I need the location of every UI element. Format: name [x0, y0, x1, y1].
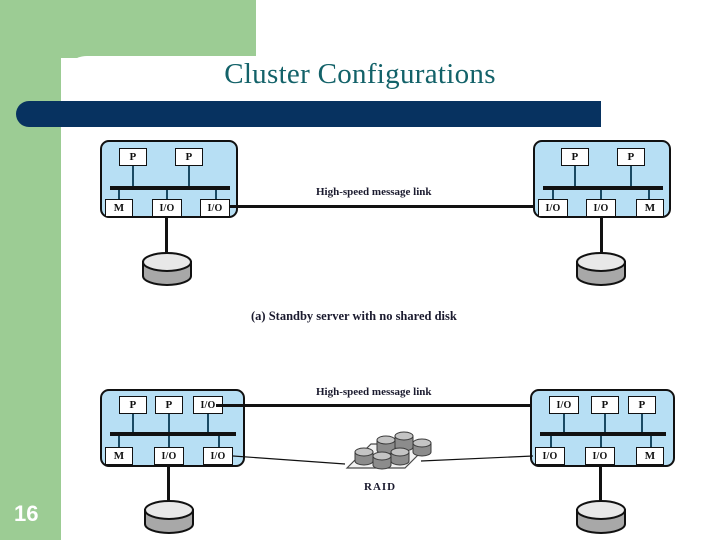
raid-label: RAID	[364, 481, 397, 493]
stub	[650, 436, 652, 448]
diagram-a-left-top-p2: P	[175, 148, 203, 166]
diagram-a-right-bottom-io2: I/O	[586, 199, 616, 217]
diagram-a-right-top-p2: P	[617, 148, 645, 166]
diagram-b-left-top-io: I/O	[193, 396, 223, 414]
diagram-b-left-top-p2: P	[155, 396, 183, 414]
disk-icon	[142, 252, 192, 286]
diagram-b-left-bottom-m: M	[105, 447, 133, 465]
raid-icon	[345, 431, 432, 470]
diagram-b-left-bottom-io1: I/O	[154, 447, 184, 465]
stub	[641, 414, 643, 434]
stub	[118, 436, 120, 448]
diagram-a-left-bottom-m: M	[105, 199, 133, 217]
diagram-b-right-top-p2: P	[628, 396, 656, 414]
diagram-a-right-top-p1: P	[561, 148, 589, 166]
diagram-b-left-bus	[110, 432, 236, 436]
stub	[552, 190, 554, 200]
stub	[630, 166, 632, 188]
diagram-a-left-disk	[141, 252, 193, 286]
disk-icon	[144, 500, 194, 534]
stub	[563, 414, 565, 434]
diagram-b-left-bottom-io2: I/O	[203, 447, 233, 465]
disk-icon	[576, 252, 626, 286]
diagram-b-right-top-p1: P	[591, 396, 619, 414]
stub	[574, 166, 576, 188]
page-number: 16	[14, 501, 39, 526]
diagram-a-right-bottom-m: M	[636, 199, 664, 217]
diagram-a-left-bottom-io2: I/O	[200, 199, 230, 217]
raid-array	[333, 430, 443, 480]
diagram-b-right-bus	[540, 432, 666, 436]
stub	[218, 436, 220, 448]
diagram-b-right-bottom-m: M	[636, 447, 664, 465]
stub	[604, 414, 606, 434]
diagram-b-left-disk	[143, 500, 195, 534]
diagram-a-message-link	[230, 205, 540, 208]
stub	[118, 190, 120, 200]
diagram-b-link-label: High-speed message link	[316, 386, 432, 398]
diagram-b-right-bottom-io2: I/O	[585, 447, 615, 465]
diagram-b-left-disk-cable	[167, 465, 170, 506]
diagram-a-left-disk-cable	[165, 217, 168, 258]
diagram-b-right-top-io: I/O	[549, 396, 579, 414]
raid-link-icon	[232, 455, 534, 465]
stub	[648, 190, 650, 200]
diagram-a-right-disk-cable	[600, 217, 603, 258]
diagram-a-link-label: High-speed message link	[316, 186, 432, 198]
raid-connection-lines	[232, 440, 534, 470]
diagram-b-left-top-p1: P	[119, 396, 147, 414]
stub	[166, 190, 168, 200]
diagram-a-right-bottom-io1: I/O	[538, 199, 568, 217]
stub	[600, 190, 602, 200]
diagram-b-right-bottom-io1: I/O	[535, 447, 565, 465]
stub	[168, 436, 170, 448]
diagram-b-message-link	[216, 404, 552, 407]
stub	[168, 414, 170, 434]
stub	[550, 436, 552, 448]
diagram-a-left-bottom-io1: I/O	[152, 199, 182, 217]
diagram-a-right-disk	[575, 252, 627, 286]
stub	[132, 166, 134, 188]
stub	[600, 436, 602, 448]
stub	[188, 166, 190, 188]
diagram-a-caption: (a) Standby server with no shared disk	[251, 309, 457, 323]
stub	[132, 414, 134, 434]
green-left-strip	[0, 0, 61, 540]
stub	[207, 414, 209, 434]
title-underline-bar	[16, 101, 601, 127]
diagram-a-left-top-p1: P	[119, 148, 147, 166]
page-title: Cluster Configurations	[224, 58, 496, 90]
diagram-a-left-bus	[110, 186, 230, 190]
stub	[215, 190, 217, 200]
diagram-a-right-bus	[543, 186, 663, 190]
diagram-b-right-disk-cable	[599, 465, 602, 506]
diagram-b-right-disk	[575, 500, 627, 534]
disk-icon	[576, 500, 626, 534]
